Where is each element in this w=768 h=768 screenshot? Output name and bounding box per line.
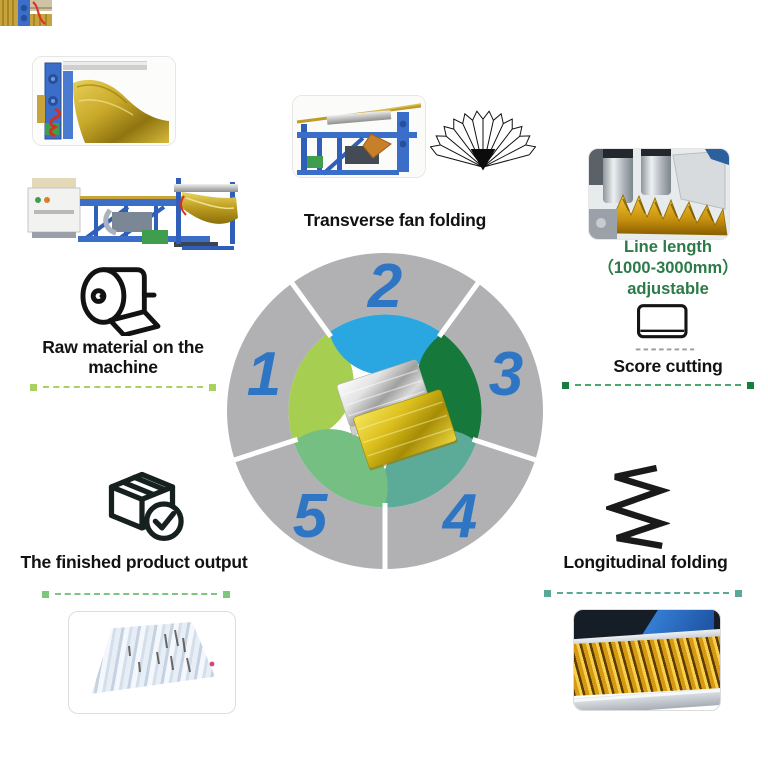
step5-label: The finished product output xyxy=(20,552,248,572)
process-wheel: 1 2 3 4 5 xyxy=(227,252,543,570)
step3-label: Score cutting xyxy=(613,356,723,376)
divider-square xyxy=(747,381,754,389)
divider-dashes xyxy=(43,386,203,388)
step2-label: Transverse fan folding xyxy=(303,210,487,230)
note-line-3: adjustable xyxy=(627,280,709,298)
wheel-number-3: 3 xyxy=(489,340,523,409)
corner-photo-fragment xyxy=(0,0,52,26)
line-length-photo xyxy=(588,148,730,240)
wheel-number-5: 5 xyxy=(293,482,329,551)
wheel-number-4: 4 xyxy=(441,482,477,551)
divider-square xyxy=(735,589,742,597)
divider-square xyxy=(223,590,230,598)
divider-step3 xyxy=(562,381,754,389)
wheel-number-2: 2 xyxy=(367,252,402,321)
divider-dashes xyxy=(55,593,217,595)
wheel-number-1: 1 xyxy=(247,340,281,409)
wheel-segment-1 xyxy=(288,324,354,440)
step1-label: Raw material on the machine xyxy=(42,337,204,377)
divider-step1 xyxy=(30,383,216,391)
divider-step5 xyxy=(42,590,230,598)
longitudinal-photo xyxy=(573,609,721,711)
line-length-note: Line length （1000-3000mm） adjustable xyxy=(593,237,743,300)
paper-roll-icon xyxy=(80,267,161,336)
wheel-segment-2 xyxy=(327,314,443,375)
divider-square xyxy=(562,381,569,389)
fan-fold-photo xyxy=(292,95,426,178)
note-line-1: Line length xyxy=(624,238,712,256)
folding-fan-icon xyxy=(430,110,536,171)
divider-dashes xyxy=(557,592,729,594)
divider-square xyxy=(209,383,216,391)
box-check-icon xyxy=(108,471,184,541)
note-line-2: （1000-3000mm） xyxy=(597,259,739,277)
divider-square xyxy=(30,383,37,391)
center-photo-gold-blanket xyxy=(353,389,458,471)
machine-detail-photo xyxy=(32,56,176,146)
score-cutting-icon xyxy=(635,304,695,351)
finished-product-photo xyxy=(68,611,236,714)
machine-full-photo xyxy=(24,160,248,256)
divider-square xyxy=(544,589,551,597)
divider-square xyxy=(42,590,49,598)
wheel-dividers xyxy=(233,280,537,570)
divider-dashes xyxy=(575,384,741,386)
step4-label: Longitudinal folding xyxy=(563,552,728,572)
zigzag-fold-icon xyxy=(606,465,670,549)
divider-step4 xyxy=(544,589,742,597)
